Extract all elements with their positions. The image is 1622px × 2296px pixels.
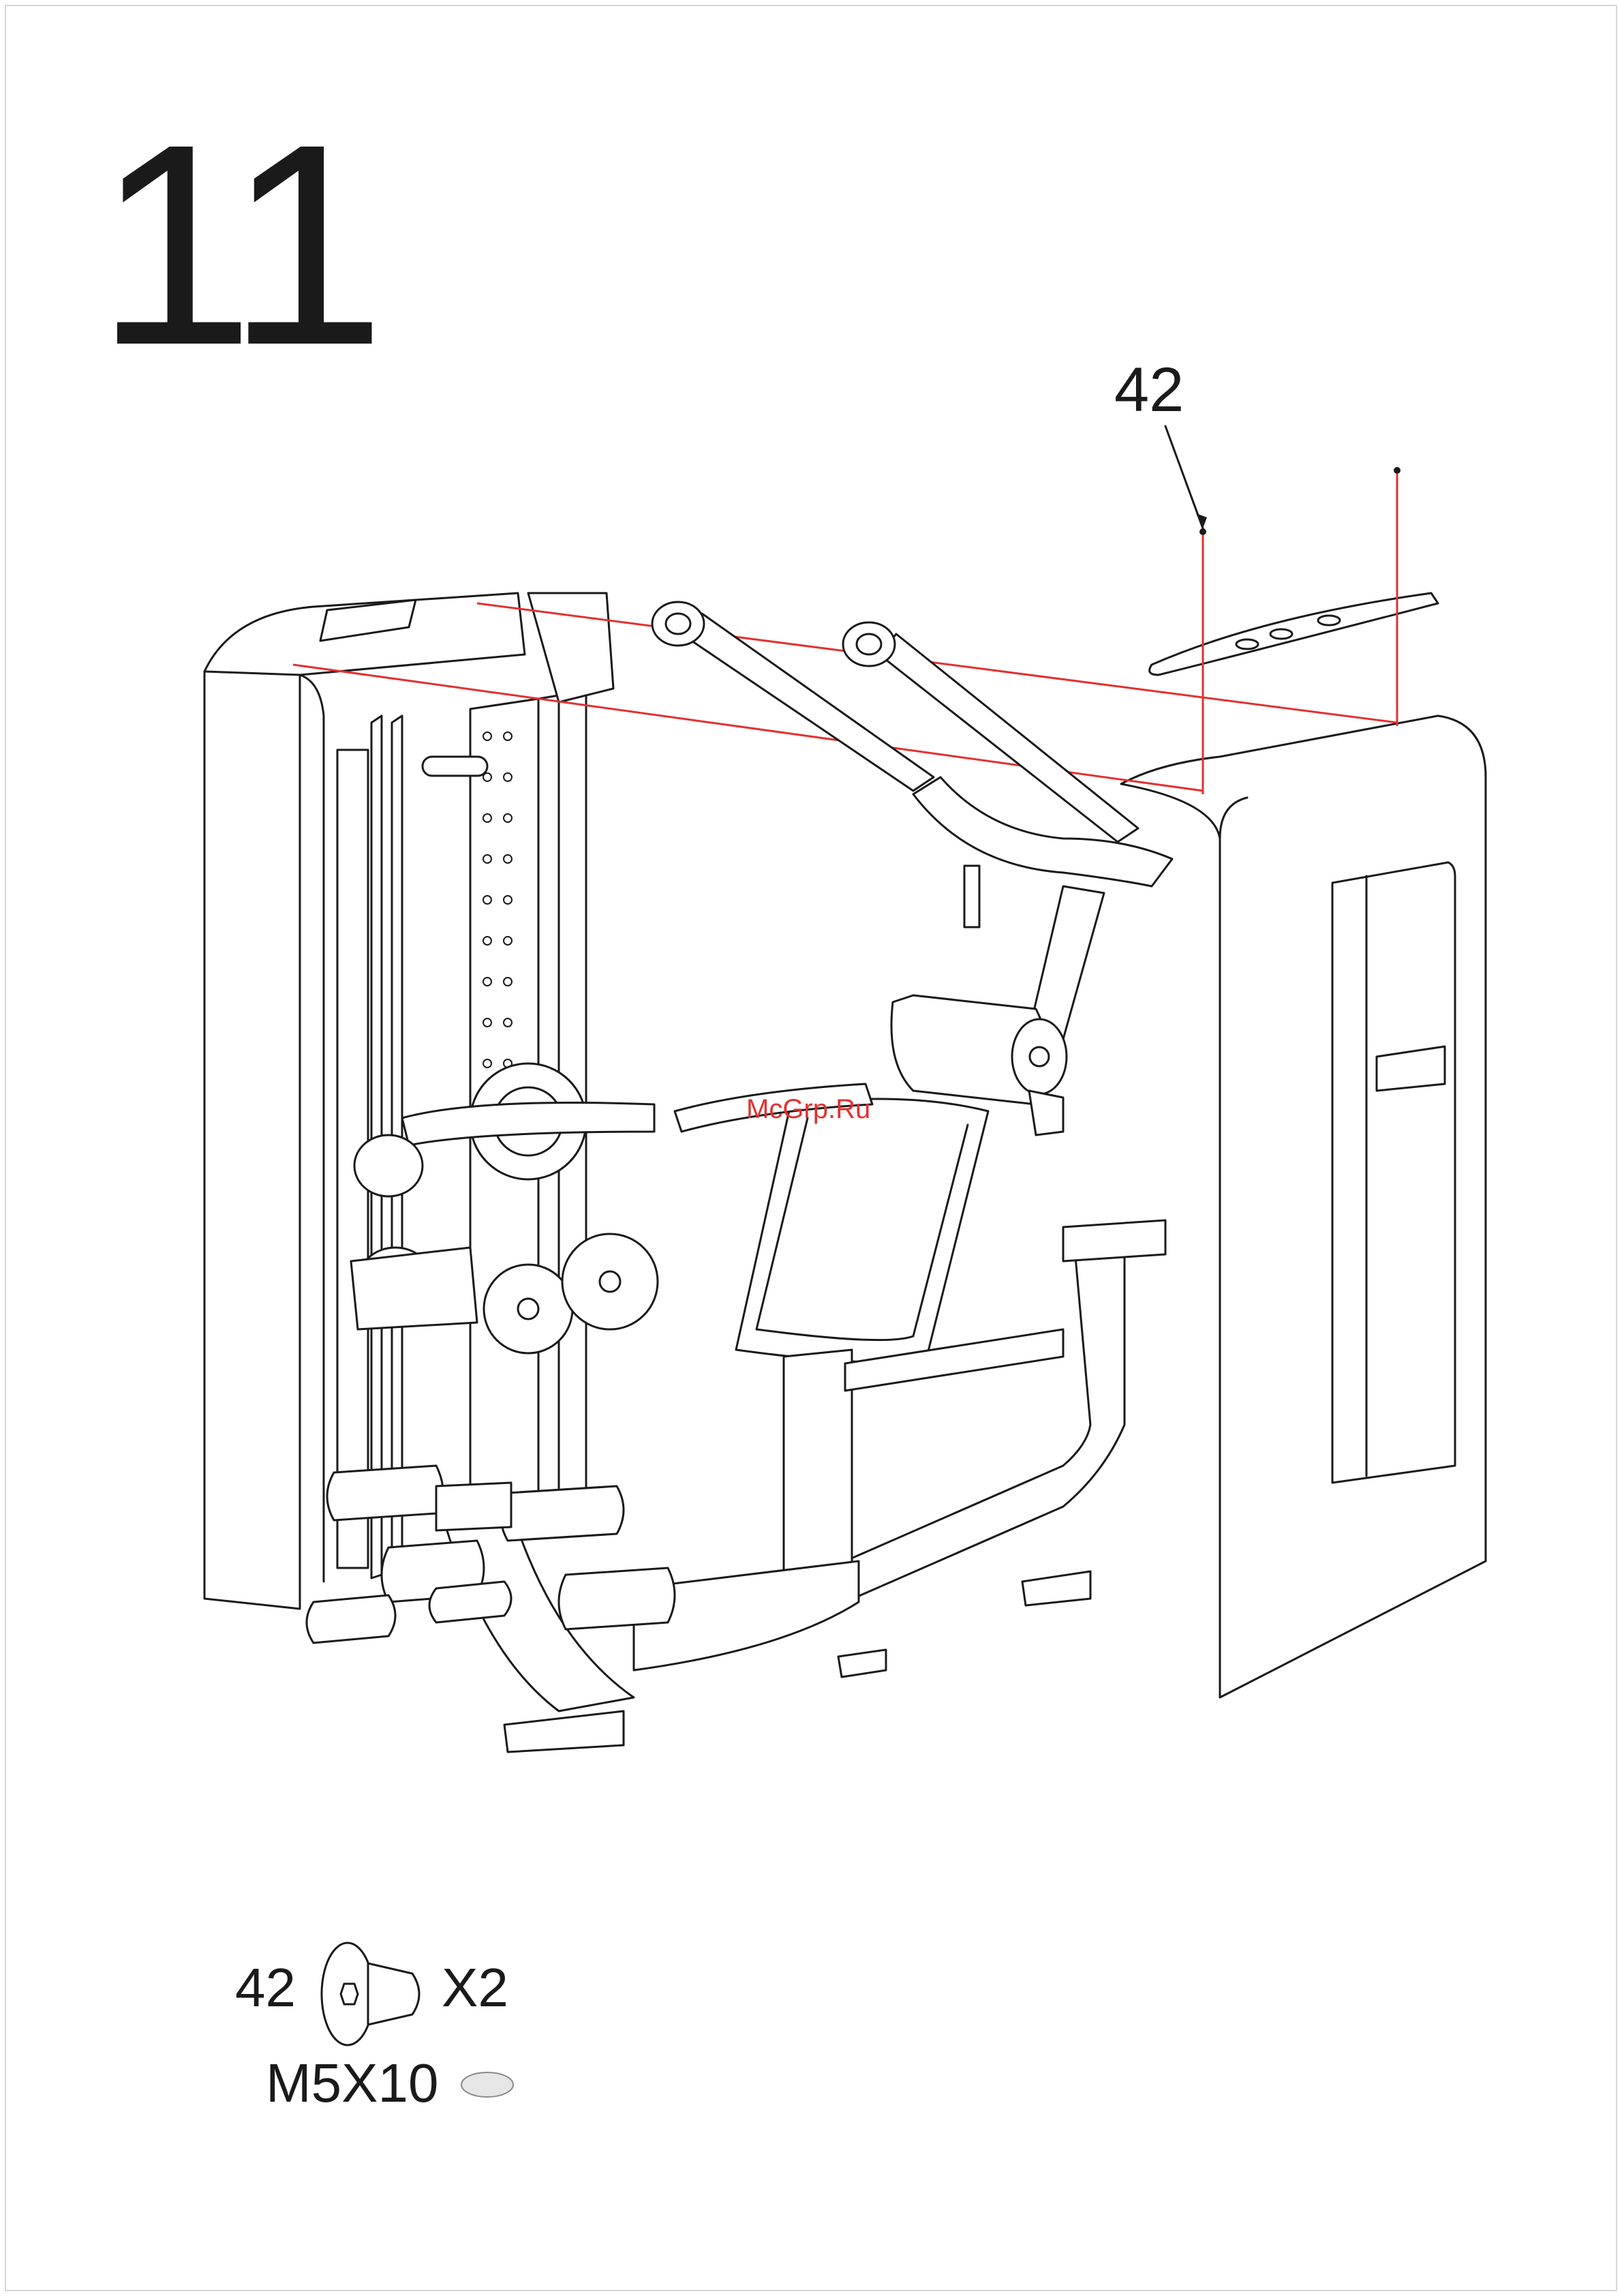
- screw-size-swatch: [461, 2072, 513, 2097]
- callout-leader: [1165, 426, 1203, 528]
- left-arm-pad: [652, 602, 704, 646]
- left-shroud-side: [204, 661, 300, 1609]
- watermark: McGrp.Ru: [746, 1094, 870, 1125]
- hardware-part-number: 42: [235, 1957, 296, 2019]
- upper-left-foot-roller: [327, 1466, 443, 1520]
- hardware-size: M5X10: [266, 2052, 438, 2115]
- left-lower-tube: [351, 1248, 477, 1329]
- seat-pad: [675, 1084, 988, 1362]
- foot-bar-handle: [429, 1582, 511, 1622]
- seat-cushion: [736, 1099, 988, 1362]
- right-arm-pad: [843, 622, 895, 666]
- screw-42-left: [1199, 528, 1206, 535]
- roller-bracket: [1029, 1091, 1063, 1135]
- rear-foot: [1022, 1571, 1090, 1605]
- left-shroud-front-edge: [300, 675, 324, 1582]
- right-shroud-panel: [1121, 716, 1486, 1697]
- center-foot: [838, 1650, 886, 1677]
- lower-right-foot-roller: [559, 1568, 675, 1629]
- right-shroud: [1121, 716, 1486, 1697]
- lower-pulley-left: [484, 1265, 572, 1353]
- hardware-quantity: X2: [442, 1957, 508, 2019]
- rear-frame-top: [1063, 1220, 1165, 1261]
- top-pin-handle: [423, 757, 487, 776]
- lower-pulley-right: [562, 1234, 658, 1329]
- front-foot: [504, 1711, 624, 1752]
- front-foot-pad: [307, 1595, 395, 1643]
- top-cover-plate: [1150, 593, 1438, 675]
- screw-head: [322, 1943, 373, 2045]
- screw-42-right: [1394, 467, 1401, 474]
- upper-right-foot-roller: [501, 1486, 624, 1541]
- guide-back-rail: [477, 603, 1397, 723]
- adjust-pin: [964, 866, 979, 927]
- screw-shank: [368, 1963, 419, 2025]
- right-pull-arm: [879, 634, 1138, 842]
- foot-roller-axle: [436, 1483, 511, 1530]
- roller-end-cap: [1012, 1019, 1067, 1094]
- pull-arms: [652, 602, 1172, 1063]
- left-end-cap: [354, 1135, 423, 1196]
- tower-upright-top: [528, 593, 613, 702]
